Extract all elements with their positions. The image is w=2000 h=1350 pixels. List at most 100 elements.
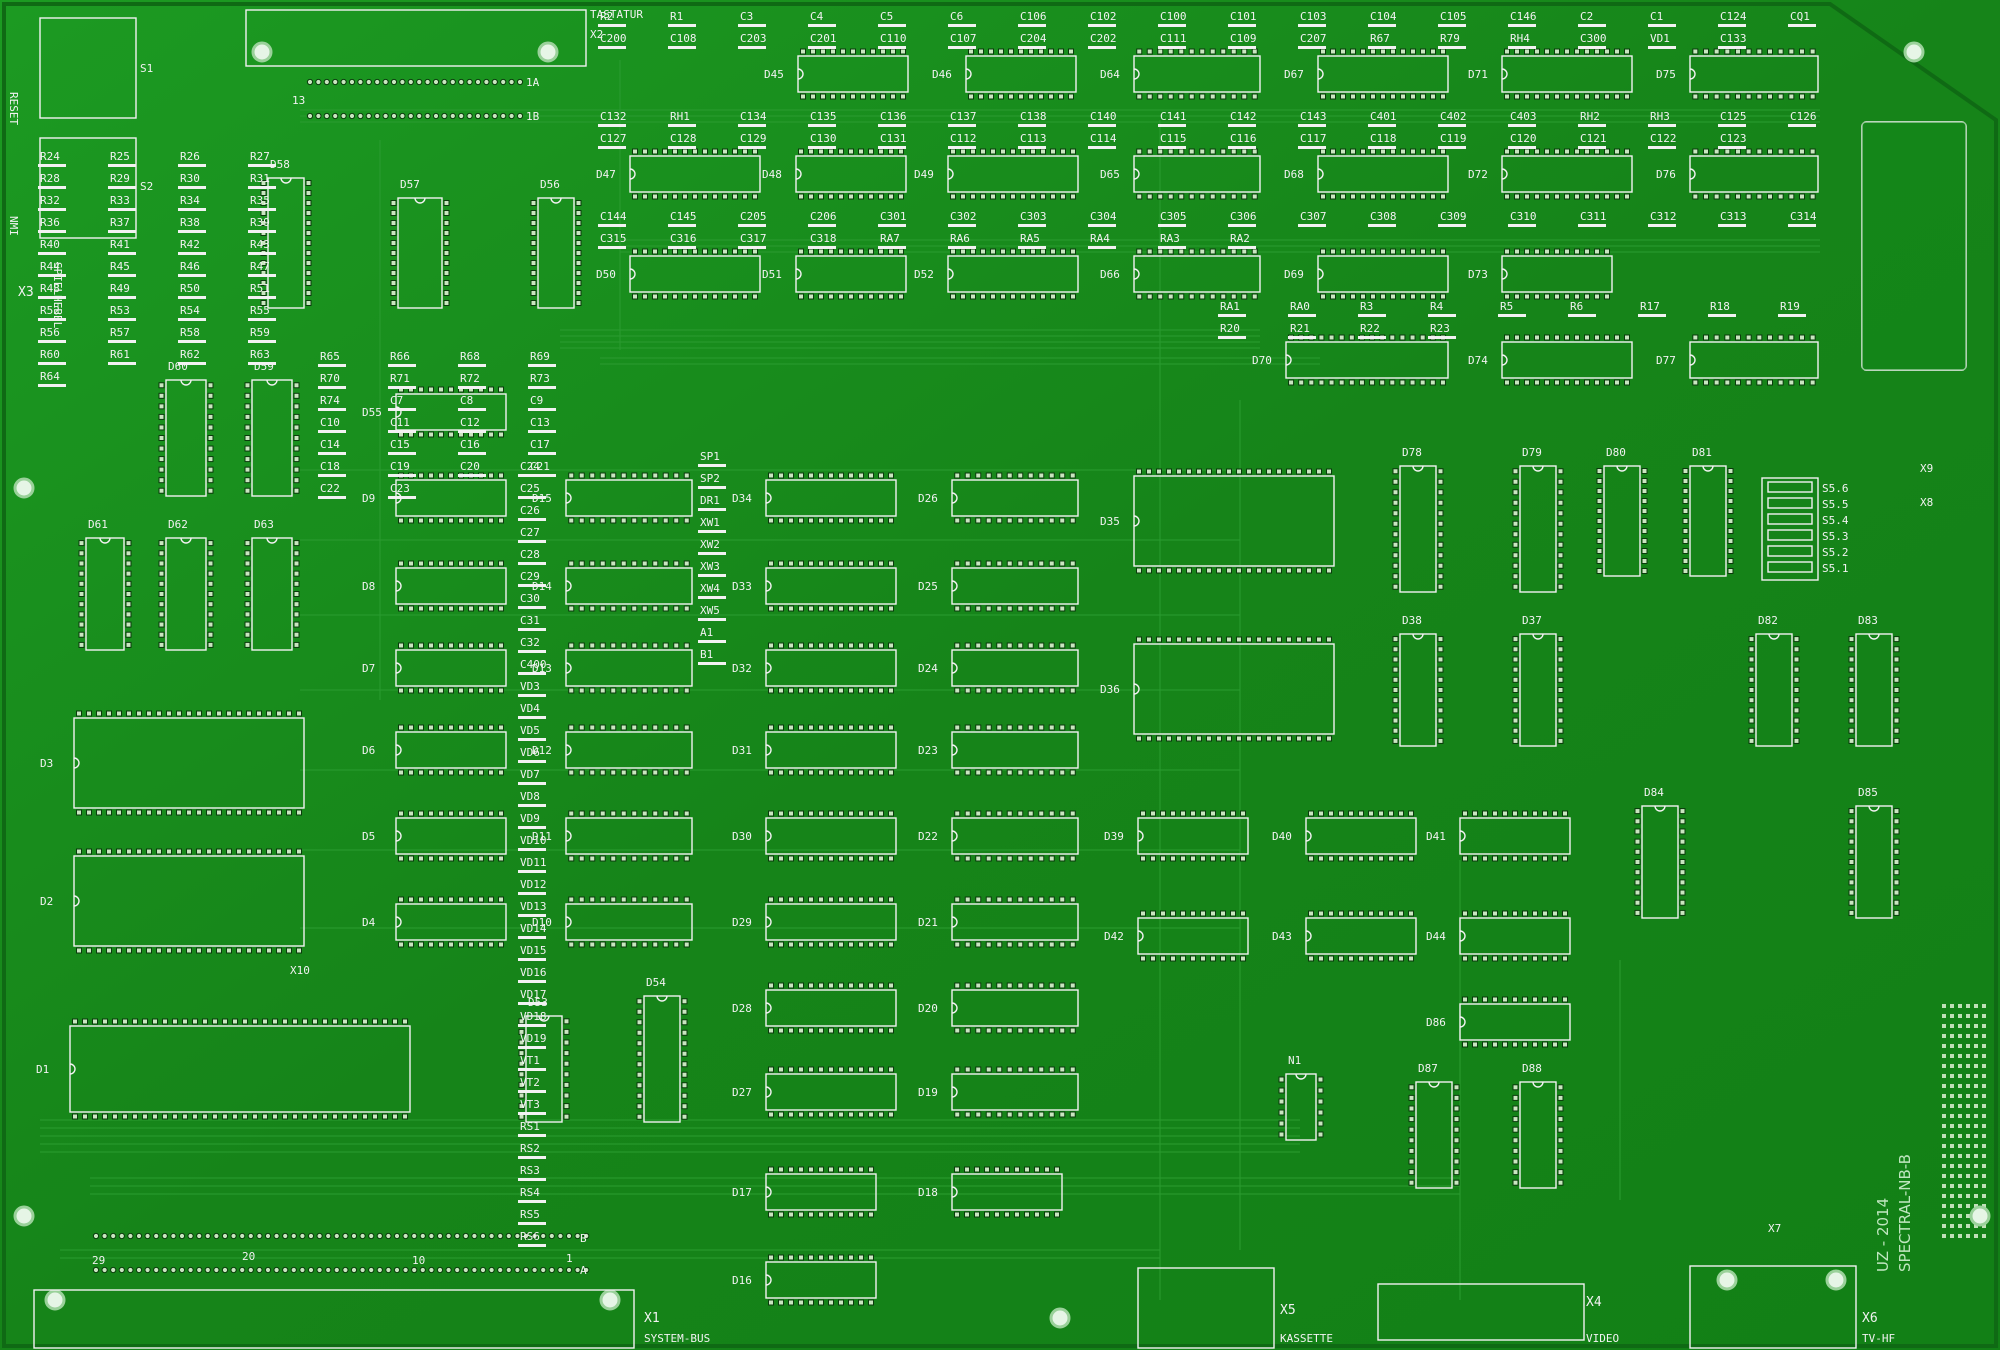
ic-pin	[840, 48, 846, 55]
ic-pin	[1848, 879, 1855, 886]
passive-body	[38, 318, 66, 321]
passive-body	[738, 146, 766, 149]
ic-notch	[1702, 465, 1714, 472]
ic-pin	[778, 1066, 784, 1073]
ic-pin	[1462, 855, 1468, 862]
ic-pin	[1190, 855, 1196, 862]
ic-pin	[1392, 489, 1399, 496]
ic-pin	[1713, 48, 1720, 55]
ic-pin	[683, 769, 690, 776]
ic-pin	[1703, 193, 1709, 200]
ic-pin	[1554, 48, 1560, 55]
mount-hole	[1969, 1205, 1991, 1227]
ic-pin	[1502, 1041, 1508, 1048]
ic-pin	[681, 1029, 688, 1036]
perf-pad	[1942, 1164, 1946, 1168]
ic-pin	[578, 560, 585, 567]
ic-pin	[488, 517, 494, 524]
bus-pin	[307, 1232, 315, 1240]
bus-pin	[196, 1266, 203, 1274]
ic-pin	[1793, 666, 1800, 673]
ic-pin	[158, 435, 165, 441]
ic-pin	[964, 1211, 970, 1218]
ic-pin	[878, 1111, 884, 1118]
ic-pin	[1462, 955, 1468, 962]
ic-pin	[1018, 48, 1024, 55]
passive-body	[948, 224, 976, 227]
ic-pin	[1246, 567, 1252, 574]
ic-pin	[996, 642, 1003, 649]
passive-ref-c206: C206	[810, 210, 837, 223]
ic-pin	[848, 855, 854, 862]
ic-pin	[207, 456, 214, 463]
ic-pin	[272, 1018, 278, 1025]
ic-d16: D16	[732, 1261, 877, 1299]
ic-pin	[818, 1027, 824, 1034]
passive-ref-c18: C18	[320, 460, 340, 473]
ic-pin	[996, 1027, 1003, 1034]
passive-ref-r42: R42	[180, 238, 200, 251]
passive-ref-rs6: RS6	[520, 1230, 540, 1243]
passive-ref-vd17: VD17	[520, 988, 547, 1001]
ic-pin	[1069, 855, 1076, 862]
passive-ref-r21: R21	[1290, 322, 1310, 335]
ic-pin	[1745, 193, 1752, 200]
ic-pin	[1209, 148, 1216, 155]
ic-pin	[1453, 1084, 1460, 1091]
ic-pin	[312, 1113, 318, 1120]
ic-pin	[954, 1027, 961, 1034]
ic-pin	[980, 148, 986, 155]
ic-pin	[498, 941, 504, 948]
passive-body	[38, 186, 66, 189]
ic-pin	[878, 941, 884, 948]
ic-pin	[458, 517, 464, 524]
passive-ref-r47: R47	[250, 260, 270, 273]
ic-pin	[236, 809, 242, 816]
ic-pin	[988, 93, 994, 100]
ic-pin	[828, 517, 834, 524]
passive-ref-rh1: RH1	[670, 110, 690, 123]
ic-pin	[82, 1113, 88, 1120]
ic-ref-label: D50	[596, 268, 616, 281]
ic-pin	[662, 193, 668, 200]
ic-pin	[132, 1113, 138, 1120]
passive-ref-c25: C25	[520, 482, 540, 495]
ic-pin	[1050, 193, 1056, 200]
ic-pin	[1682, 488, 1689, 494]
ic-pin	[518, 1060, 525, 1067]
ic-pin	[1679, 869, 1686, 876]
ic-pin	[1241, 293, 1248, 300]
ic-pin	[498, 769, 504, 776]
ic-pin	[398, 560, 404, 567]
ic-pin	[1408, 1105, 1415, 1112]
ic-pin	[236, 947, 242, 954]
ic-pin	[418, 855, 424, 862]
ic-pin	[848, 605, 854, 612]
ic-pin	[1178, 93, 1185, 100]
ic-pin	[768, 687, 774, 694]
mount-hole	[537, 41, 559, 63]
ic-pin	[530, 270, 537, 276]
ic-pin	[1502, 955, 1508, 962]
ic-pin	[112, 1113, 118, 1120]
ic-pin	[1512, 855, 1518, 862]
ic-pin	[438, 896, 444, 903]
passive-body	[38, 230, 66, 233]
ic-pin	[266, 809, 272, 816]
ic-pin	[768, 896, 774, 903]
ic-pin	[1246, 468, 1252, 475]
ic-pin	[888, 1111, 894, 1118]
ic-pin	[1713, 379, 1720, 386]
ic-pin	[1504, 293, 1510, 300]
passive-ref-c31: C31	[520, 614, 540, 627]
ic-pin	[1679, 899, 1686, 906]
ic-pin	[1038, 1027, 1045, 1034]
passive-body	[1088, 146, 1116, 149]
ic-ref-label: D40	[1272, 830, 1292, 843]
connector-x7-ref: X7	[1768, 1222, 1781, 1235]
ic-pin	[1220, 910, 1226, 917]
ic-pin	[768, 642, 774, 649]
ic-pin	[305, 280, 312, 286]
passive-body	[1158, 24, 1186, 27]
ic-pin	[1378, 855, 1384, 862]
